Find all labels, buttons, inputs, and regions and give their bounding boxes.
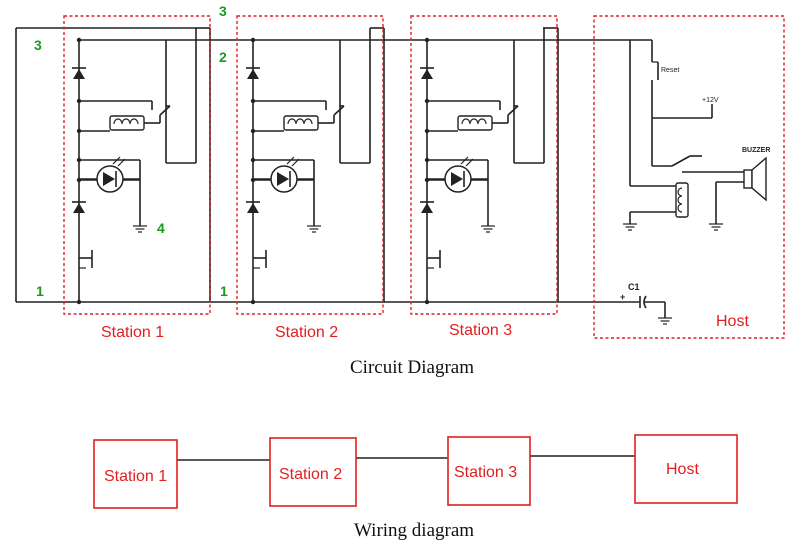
station-2-section xyxy=(236,15,384,315)
wire-number-3-left: 3 xyxy=(34,37,42,53)
capacitor-polarity: + xyxy=(620,292,625,302)
wiring-box-station-3 xyxy=(447,436,531,506)
wire-number-1-left: 1 xyxy=(36,283,44,299)
wiring-box-station-2 xyxy=(269,437,357,507)
wiring-label-station-2: Station 2 xyxy=(279,466,342,483)
station-2-label: Station 2 xyxy=(275,324,338,341)
capacitor-label: C1 xyxy=(628,282,640,292)
supply-label: +12V xyxy=(702,97,719,104)
wiring-box-station-1 xyxy=(93,439,178,509)
circuit-caption: Circuit Diagram xyxy=(350,357,474,378)
station-3-section xyxy=(410,15,558,315)
wire-number-3-mid: 3 xyxy=(219,3,227,19)
wiring-label-station-1: Station 1 xyxy=(104,468,167,485)
host-section xyxy=(593,15,785,339)
wire-number-4: 4 xyxy=(157,220,165,236)
station-1-section xyxy=(63,15,211,315)
station-3-label: Station 3 xyxy=(449,322,512,339)
host-label: Host xyxy=(716,313,749,330)
wiring-box-host xyxy=(634,434,738,504)
station-1-label: Station 1 xyxy=(101,324,164,341)
reset-label: Reset xyxy=(661,67,679,74)
wire-number-2-mid: 2 xyxy=(219,49,227,65)
wiring-caption: Wiring diagram xyxy=(354,520,474,541)
buzzer-label: BUZZER xyxy=(742,147,770,154)
wiring-label-station-3: Station 3 xyxy=(454,464,517,481)
wiring-label-host: Host xyxy=(666,461,699,478)
wire-number-1-mid: 1 xyxy=(220,283,228,299)
